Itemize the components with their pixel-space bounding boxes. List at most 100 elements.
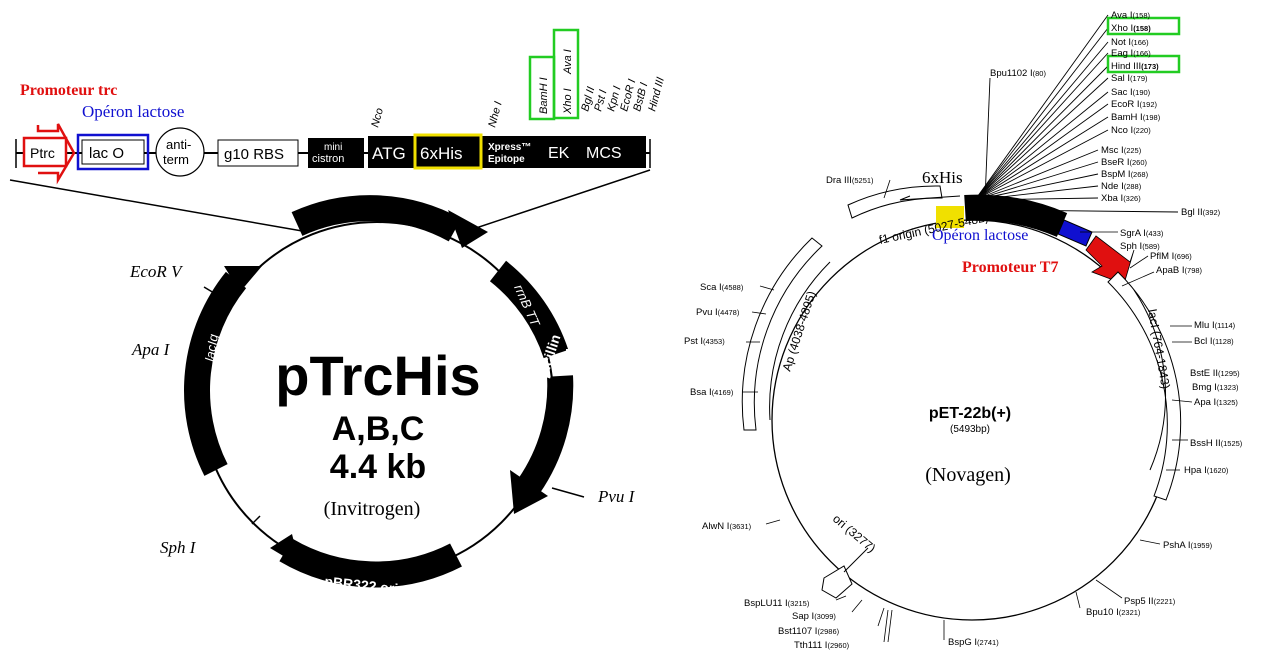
pet-mcs-block bbox=[964, 194, 1068, 238]
promoteur-trc-label: Promoteur trc bbox=[20, 82, 117, 99]
ori-pentagon bbox=[821, 565, 853, 599]
f1-arrow bbox=[899, 195, 961, 201]
plasmid-size-left: 4.4 kb bbox=[330, 448, 426, 486]
svg-text:BspM I(268): BspM I(268) bbox=[1101, 169, 1149, 180]
plasmid-variants: A,B,C bbox=[332, 410, 425, 448]
svg-text:Sac I(190): Sac I(190) bbox=[1111, 87, 1151, 98]
site-nco: Nco bbox=[369, 107, 386, 129]
g10rbs-box bbox=[217, 139, 299, 167]
label-ori: ori (3277) bbox=[830, 512, 878, 556]
svg-text:Dra III(5251): Dra III(5251) bbox=[826, 175, 874, 186]
laci-arc bbox=[1107, 271, 1182, 501]
svg-text:Mlu I(1114): Mlu I(1114) bbox=[1194, 320, 1236, 331]
site-nhei: Nhe I bbox=[486, 100, 504, 129]
his-label-right: 6xHis bbox=[922, 168, 963, 187]
svg-text:BspG I(2741): BspG I(2741) bbox=[948, 637, 999, 648]
svg-text:Bpu1102 I(80): Bpu1102 I(80) bbox=[990, 68, 1046, 79]
mcs-text: MCS bbox=[586, 145, 622, 162]
antiterm-line2: term bbox=[163, 152, 189, 167]
site-avai: Ava I bbox=[562, 49, 574, 75]
xhoi-green-box bbox=[1106, 16, 1181, 36]
svg-text:BssH II(1525): BssH II(1525) bbox=[1190, 438, 1243, 449]
svg-text:SgrA I(433): SgrA I(433) bbox=[1120, 228, 1164, 239]
operon-lactose-label-left: Opéron lactose bbox=[82, 102, 184, 121]
tick-pvui bbox=[551, 487, 585, 498]
svg-text:EcoR I(192): EcoR I(192) bbox=[1111, 99, 1158, 110]
top-site-leaders bbox=[974, 14, 1179, 213]
svg-text:BstE II(1295): BstE II(1295) bbox=[1190, 368, 1240, 379]
svg-text:Ava I(158): Ava I(158) bbox=[1111, 10, 1150, 21]
zoom-line-left bbox=[9, 179, 309, 233]
vendor-right: (Novagen) bbox=[925, 464, 1011, 486]
ap-inner-line bbox=[769, 261, 831, 421]
svg-text:Bpu10 I(2321): Bpu10 I(2321) bbox=[1086, 607, 1141, 618]
svg-text:Pst I(4353): Pst I(4353) bbox=[684, 336, 725, 347]
label-laciq: lacIq bbox=[202, 332, 221, 362]
atg-text: ATG bbox=[372, 144, 406, 163]
svg-text:ApaB I(798): ApaB I(798) bbox=[1156, 265, 1203, 276]
label-laci: lacI (764-1843) bbox=[1145, 308, 1173, 390]
operon-blue-box bbox=[1057, 219, 1093, 247]
svg-text:Bgl II(392): Bgl II(392) bbox=[1181, 207, 1221, 218]
svg-text:BamH I(198): BamH I(198) bbox=[1111, 112, 1161, 123]
feature-ori-arc bbox=[279, 538, 462, 588]
feature-mcs-arc bbox=[291, 195, 462, 242]
ek-text: EK bbox=[548, 145, 570, 162]
minicistron-line2: cistron bbox=[312, 153, 344, 165]
vendor-left: (Invitrogen) bbox=[324, 498, 421, 520]
feature-rrnb-arc bbox=[489, 260, 569, 359]
svg-text:Apa I(1325): Apa I(1325) bbox=[1194, 397, 1238, 408]
antiterm-circle bbox=[155, 127, 205, 177]
mcs-sites: BamH I Xho I Ava I Bgl II Pst I Kpn I Ec… bbox=[528, 28, 667, 121]
site-sphi-left: Sph I bbox=[160, 538, 197, 557]
site-psti: Pst I bbox=[592, 88, 609, 112]
his-yellow-box bbox=[936, 206, 964, 228]
ptrc-box bbox=[22, 136, 68, 168]
gap-mark bbox=[566, 349, 578, 352]
svg-text:Hpa I(1620): Hpa I(1620) bbox=[1184, 465, 1229, 476]
right-site-labels: Bgl II(392) SgrA I(433) Sph I(589) PflM … bbox=[1075, 207, 1243, 618]
site-xhoi: Xho I bbox=[562, 88, 574, 115]
laco-text: lac O bbox=[89, 145, 124, 162]
zoom-line-right bbox=[469, 169, 651, 231]
ptrchis-panel: Promoteur trc Opéron lactose Ptrc lac O … bbox=[9, 28, 667, 597]
svg-text:Eag I(166): Eag I(166) bbox=[1111, 48, 1151, 59]
site-ecorv: EcoR V bbox=[129, 262, 184, 281]
svg-text:BspLU11 I(3215): BspLU11 I(3215) bbox=[744, 598, 810, 609]
hindiii-green-box bbox=[1106, 54, 1181, 74]
svg-text:Bsa I(4169): Bsa I(4169) bbox=[690, 387, 734, 398]
ap-arc bbox=[741, 237, 823, 431]
trc-arrow bbox=[36, 123, 76, 185]
top-site-labels: Ava I(158) Xho I(158) Not I(166) Eag I(1… bbox=[990, 10, 1161, 204]
site-pvui-left: Pvu I bbox=[597, 487, 636, 506]
pet22b-panel: f1 origin (5027-5482) Ap (4038-4895) lac… bbox=[684, 10, 1243, 651]
site-bamhi: BamH I bbox=[538, 77, 550, 114]
feature-amp-arc bbox=[518, 375, 574, 494]
feature-laciq-arc bbox=[184, 271, 247, 476]
svg-text:Sap I(3099): Sap I(3099) bbox=[792, 611, 836, 622]
left-site-labels: Dra III(5251) Sca I(4588) Pvu I(4478) Ps… bbox=[684, 175, 891, 532]
xhoi-box bbox=[552, 28, 580, 120]
svg-text:PshA I(1959): PshA I(1959) bbox=[1163, 540, 1213, 551]
site-apai-left: Apa I bbox=[131, 340, 171, 359]
ptrc-text: Ptrc bbox=[30, 145, 55, 161]
promoteur-t7-label: Promoteur T7 bbox=[962, 259, 1058, 276]
svg-text:Sca I(4588): Sca I(4588) bbox=[700, 282, 744, 293]
svg-text:Not I(166): Not I(166) bbox=[1111, 37, 1149, 48]
laciq-arrowhead bbox=[224, 266, 262, 292]
xpress-line1: Xpress™ bbox=[488, 142, 531, 153]
svg-text:Bmg I(1323): Bmg I(1323) bbox=[1192, 382, 1239, 393]
svg-text:Sal I(179): Sal I(179) bbox=[1111, 73, 1148, 84]
svg-text:Xho I(158): Xho I(158) bbox=[1111, 23, 1151, 34]
laco-box-outer bbox=[76, 133, 150, 171]
tick-ecorv bbox=[203, 286, 215, 294]
site-hindiii: Hind III bbox=[646, 76, 667, 113]
svg-text:PflM I(696): PflM I(696) bbox=[1150, 251, 1192, 262]
f1-origin-arc bbox=[847, 185, 943, 219]
amp-arrowhead bbox=[510, 470, 548, 514]
plasmid-name-right: pET-22b(+) bbox=[929, 405, 1011, 422]
plasmid-size-right: (5493bp) bbox=[950, 424, 990, 435]
svg-text:Msc I(225): Msc I(225) bbox=[1101, 145, 1142, 156]
ori-arrowhead bbox=[270, 534, 300, 566]
